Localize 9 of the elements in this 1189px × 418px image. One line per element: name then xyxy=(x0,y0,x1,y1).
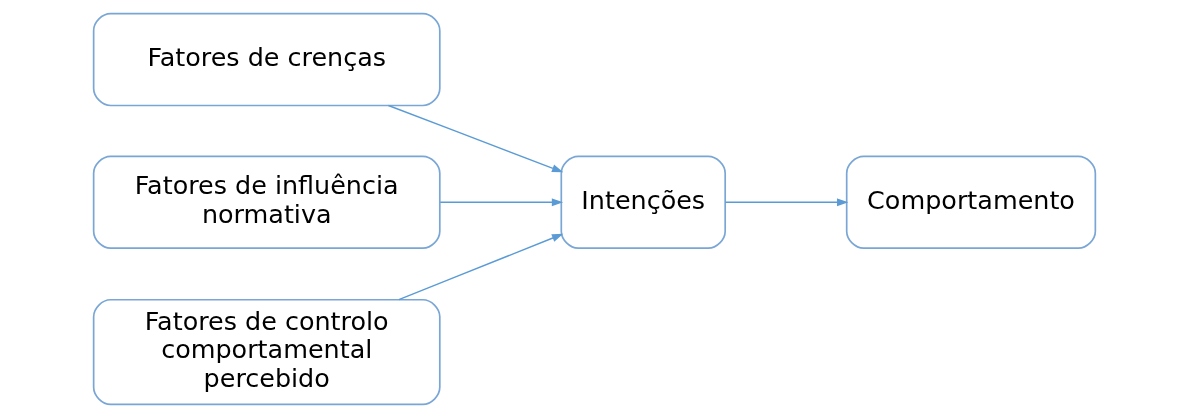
node-box: Fatores de influência normativa xyxy=(92,155,441,250)
node-box: Comportamento xyxy=(845,155,1097,250)
arrow xyxy=(387,104,564,173)
node-box: Intenções xyxy=(560,155,727,250)
arrow xyxy=(724,198,849,207)
node-box: Fatores de crenças xyxy=(92,12,441,107)
arrow xyxy=(398,233,564,301)
arrow xyxy=(439,198,564,207)
node-box: Fatores de controlo comportamental percebido xyxy=(92,298,441,406)
